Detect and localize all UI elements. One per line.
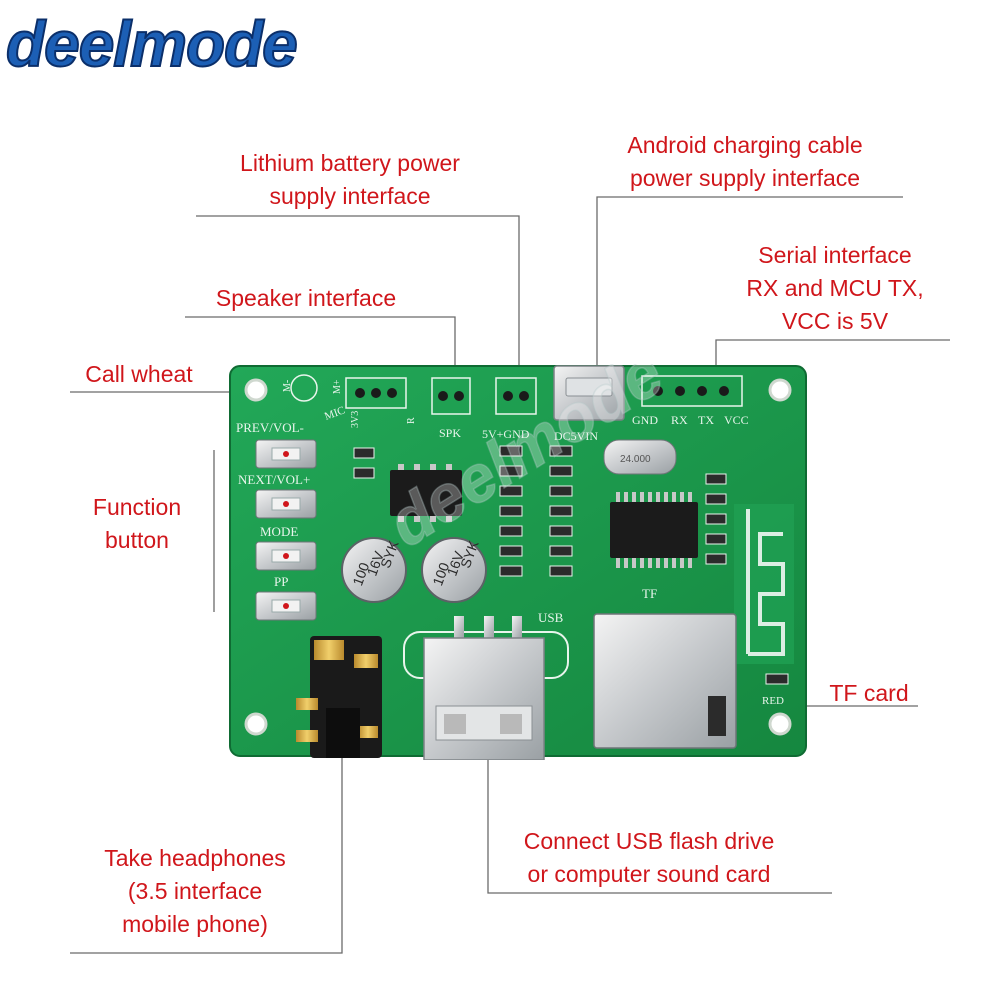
svg-text:MODE: MODE [260,524,298,539]
svg-text:TX: TX [698,413,714,427]
svg-text:5V+GND: 5V+GND [482,427,530,441]
svg-text:RED: RED [762,695,784,707]
electrolytic-capacitors: 100 16V SYK 100 16V SYK [341,537,487,603]
svg-text:PREV/VOL-: PREV/VOL- [236,420,304,435]
serial-header: GND RX TX VCC [632,375,749,427]
bluetooth-chip [610,492,698,568]
svg-text:NEXT/VOL+: NEXT/VOL+ [238,472,310,487]
lithium-pointer-line [196,215,520,388]
call-wheat-callout: Call wheat [85,361,193,387]
svg-text:USB: USB [538,610,564,625]
smd-components [353,445,727,577]
svg-text:VCC: VCC [724,413,749,427]
tf-card-callout: TF card [829,680,909,706]
speaker-header: SPK [431,377,471,440]
svg-text:100: 100 [429,560,452,588]
tf-card-slot: TF RED [593,586,789,749]
svg-text:TF: TF [642,586,657,601]
svg-text:PP: PP [274,574,288,589]
svg-text:3V3: 3V3 [350,411,361,428]
mounting-holes [244,378,792,736]
function-buttons: PREV/VOL- NEXT/VOL+ MODE PP [236,420,317,621]
bluetooth-antenna [734,504,794,664]
battery-header: 5V+GND [482,377,537,441]
headphones-pointer-line [70,720,343,954]
headphone-jack [296,636,382,758]
svg-text:R: R [406,417,417,424]
svg-text:RX: RX [671,413,688,427]
speaker-pointer-line [185,316,456,388]
power-header-3v3: 3V3 R [345,377,417,428]
svg-text:SPK: SPK [439,426,461,440]
svg-text:DC5VIN: DC5VIN [554,429,598,443]
svg-text:24.000: 24.000 [620,454,651,465]
brand-logo: deelmode [5,7,299,81]
svg-text:GND: GND [632,413,658,427]
usb-pointer-line [487,752,832,894]
android-pointer-line [596,196,903,382]
micro-usb-port: DC5VIN [553,365,625,443]
pcb-board: M- M+ MIC 3V3 R SPK 5V+GND DC5VIN [229,364,807,760]
usb-a-port: USB [403,610,569,760]
svg-text:100: 100 [349,560,372,588]
amplifier-chip [390,464,462,522]
svg-text:M+: M+ [332,379,343,394]
crystal-oscillator: 24.000 [603,439,677,475]
svg-text:M-: M- [282,380,293,392]
speaker-interface-callout: Speaker interface [215,285,397,311]
